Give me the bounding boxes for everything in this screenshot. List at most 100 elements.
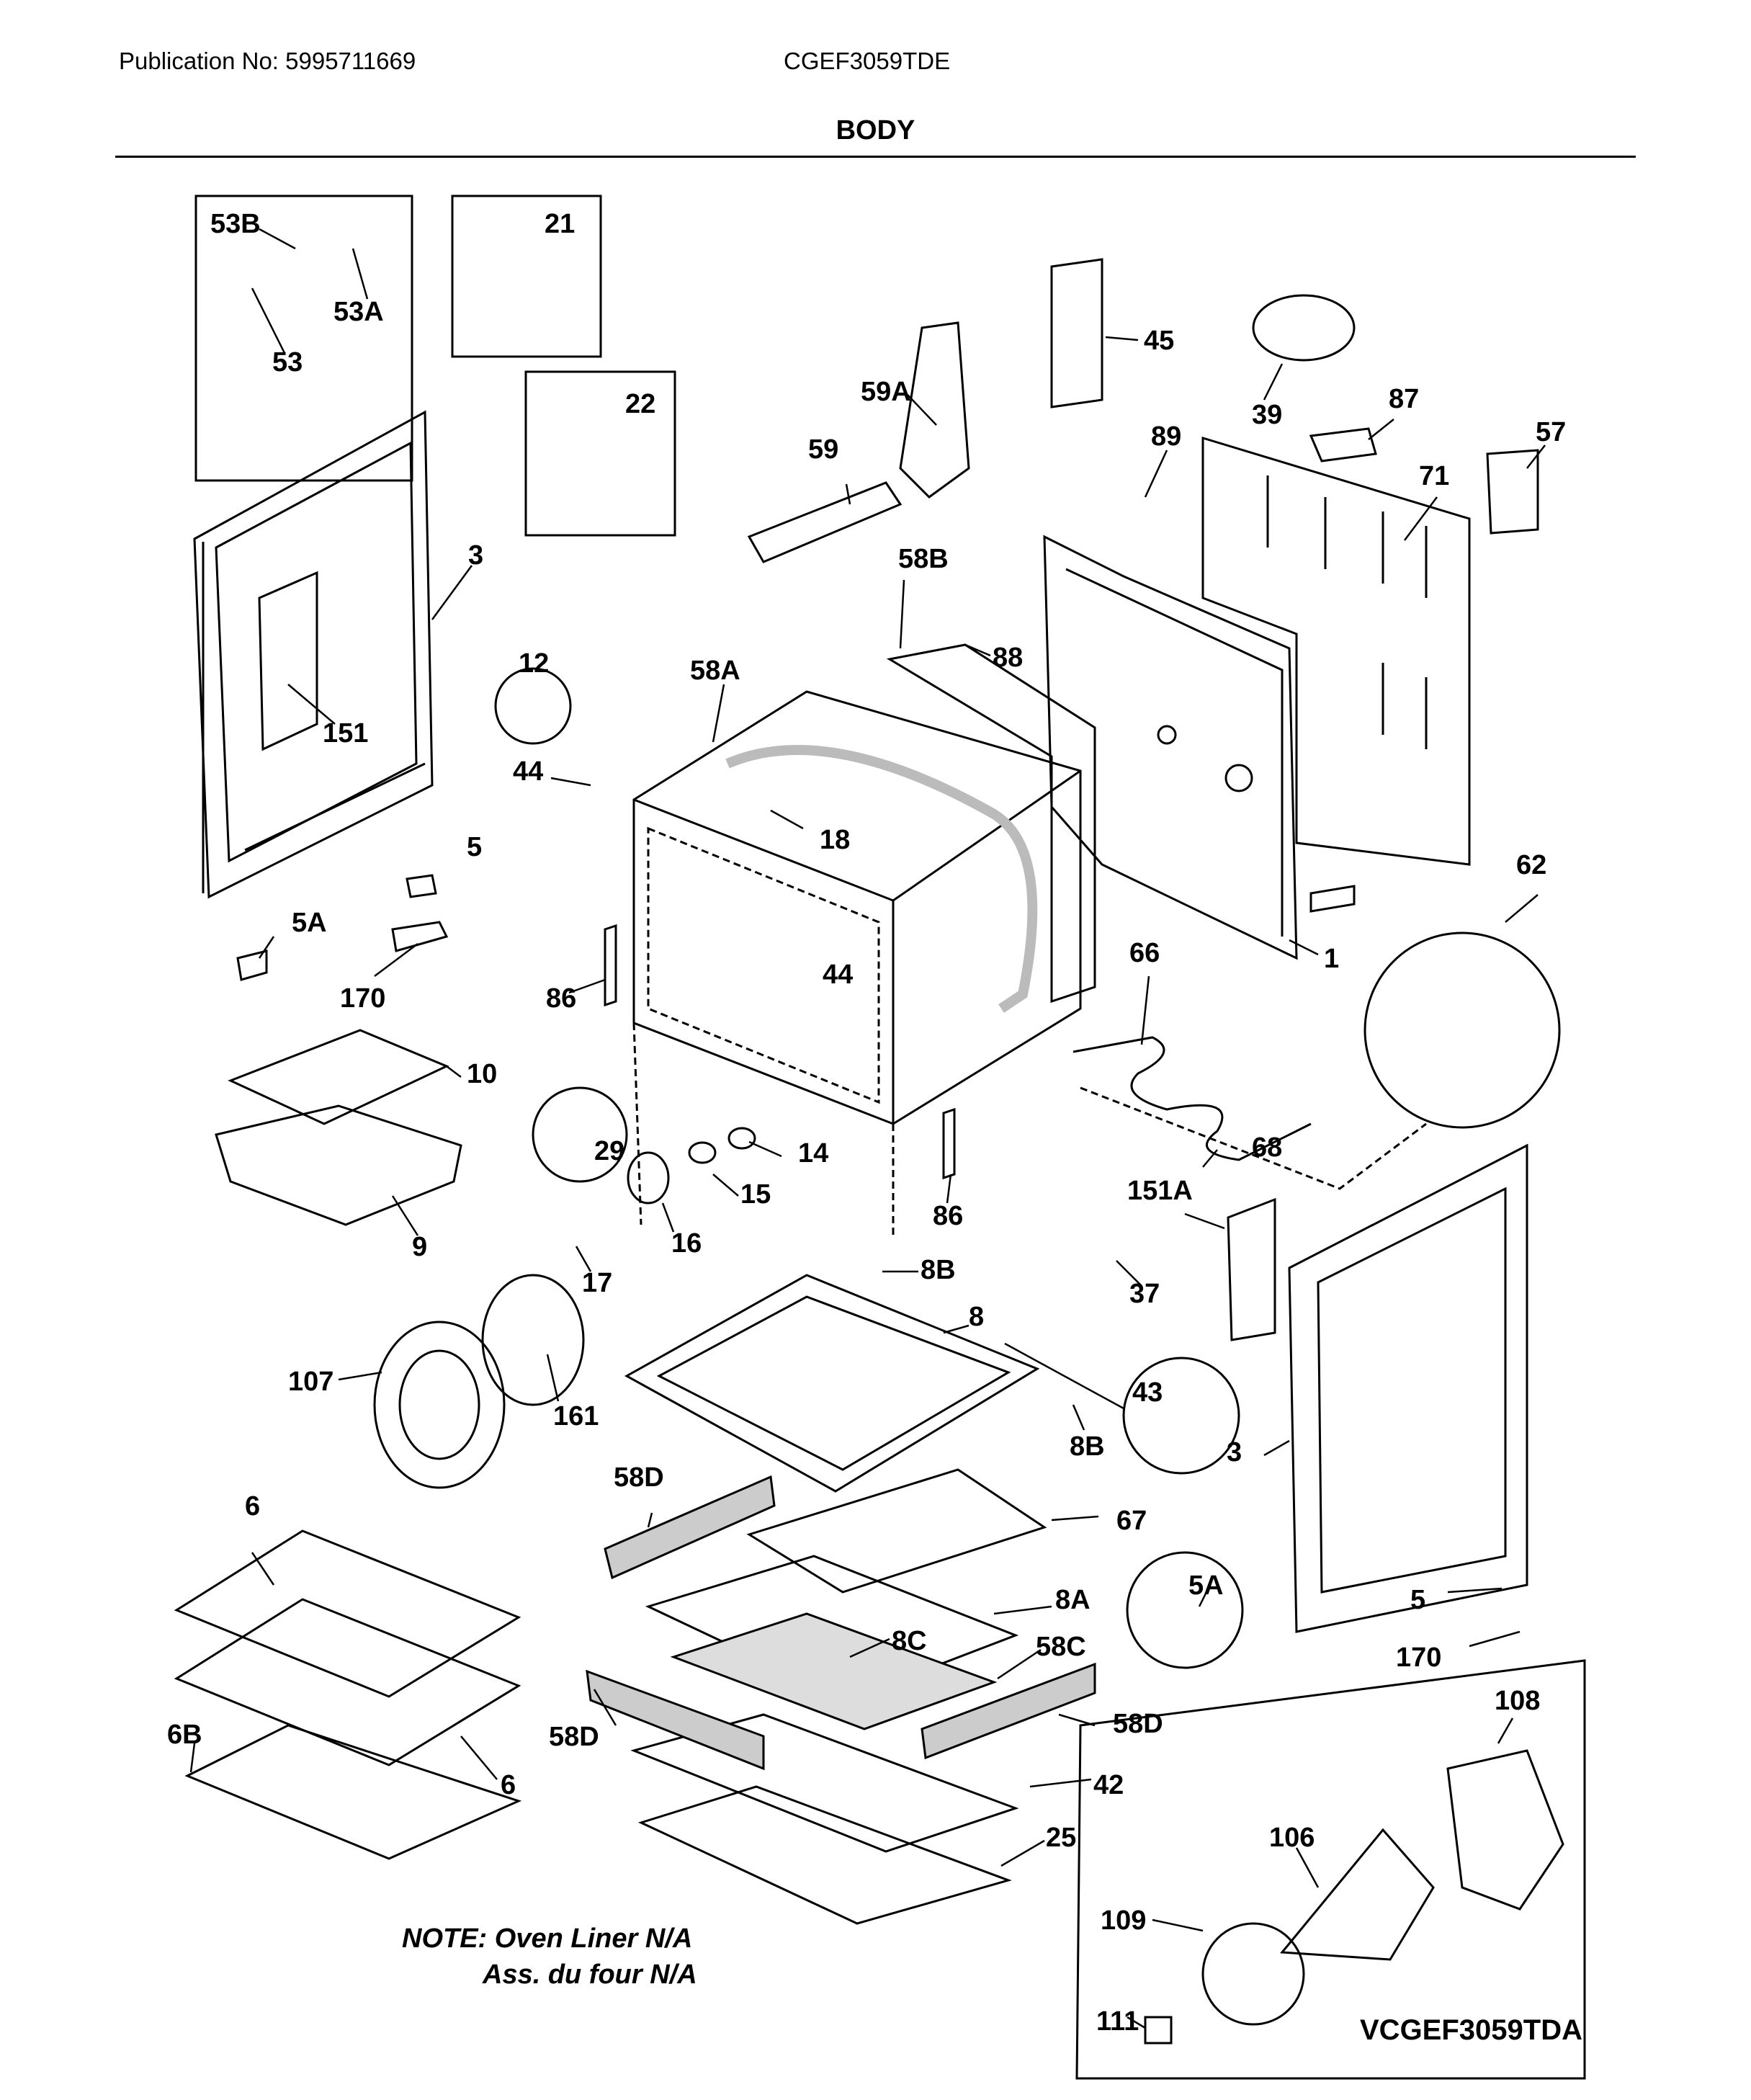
callout-57: 57 xyxy=(1536,417,1566,447)
callout-58c: 58C xyxy=(1036,1632,1086,1662)
callout-89: 89 xyxy=(1151,421,1181,452)
panel-25-illustration xyxy=(637,1785,1012,1925)
callout-170-left: 170 xyxy=(340,983,385,1014)
callout-6-bottom: 6 xyxy=(501,1770,516,1800)
bracket-151a-illustration xyxy=(1227,1197,1276,1341)
callout-44-mid: 44 xyxy=(823,960,853,990)
oven-rack-6-bottom-illustration xyxy=(174,1598,521,1766)
callout-58a: 58A xyxy=(690,656,740,686)
callout-16: 16 xyxy=(671,1228,702,1259)
callout-151a: 151A xyxy=(1127,1176,1193,1206)
callout-111: 111 xyxy=(1096,2006,1139,2037)
callout-25: 25 xyxy=(1046,1823,1076,1853)
power-cord-39-illustration xyxy=(1252,294,1356,362)
callout-109: 109 xyxy=(1101,1905,1146,1936)
bracket-170-illustration xyxy=(391,921,449,952)
callout-3-right: 3 xyxy=(1227,1437,1242,1467)
note-line-1: NOTE: Oven Liner N/A xyxy=(402,1923,693,1954)
callout-43: 43 xyxy=(1132,1377,1163,1408)
callout-58b: 58B xyxy=(898,544,949,574)
callout-44-top: 44 xyxy=(513,756,543,787)
callout-12: 12 xyxy=(519,648,549,679)
callout-18: 18 xyxy=(820,825,850,855)
insulation-strip-58d-left-illustration xyxy=(586,1669,765,1771)
detail-circle-12 xyxy=(494,667,572,745)
callout-5a-right: 5A xyxy=(1188,1570,1224,1601)
model-number: CGEF3059TDE xyxy=(784,48,951,74)
side-panel-right-illustration xyxy=(1288,1143,1528,1633)
callout-67: 67 xyxy=(1116,1506,1147,1536)
callout-6-top: 6 xyxy=(245,1491,260,1522)
callout-37: 37 xyxy=(1129,1279,1160,1309)
leg-5a-illustration xyxy=(236,950,268,981)
back-cover-illustration xyxy=(1201,436,1471,866)
leveler-5-illustration xyxy=(406,874,437,898)
callout-17: 17 xyxy=(582,1268,612,1298)
fan-cover-107-illustration xyxy=(373,1321,506,1489)
detail-circle-5a xyxy=(1126,1551,1244,1669)
callout-59: 59 xyxy=(808,434,838,465)
callout-5a-left: 5A xyxy=(292,908,327,938)
bake-element-67-illustration xyxy=(746,1468,1047,1594)
inset-box-53 xyxy=(194,195,413,482)
oven-cavity-illustration xyxy=(632,690,1082,1239)
figure-code: VCGEF3059TDA xyxy=(1360,2014,1582,2046)
callout-1: 1 xyxy=(1324,944,1339,974)
insulation-strip-58d-right-illustration xyxy=(921,1662,1096,1760)
socket-14-illustration xyxy=(727,1127,756,1150)
nut-111-illustration xyxy=(1144,2016,1173,2045)
callout-66: 66 xyxy=(1129,938,1160,968)
callout-58d-right: 58D xyxy=(1113,1709,1163,1739)
callout-8b-bottom: 8B xyxy=(1070,1431,1105,1462)
bulb-15-illustration xyxy=(688,1141,717,1164)
fan-element-161-illustration xyxy=(481,1274,585,1406)
oven-bottom-8-illustration xyxy=(624,1274,1040,1493)
fan-blade-109-illustration xyxy=(1201,1922,1305,2026)
callout-87: 87 xyxy=(1389,384,1419,414)
insulation-strip-58d-top-illustration xyxy=(604,1475,776,1580)
callout-10: 10 xyxy=(467,1059,497,1089)
broil-pan-insert-10-illustration xyxy=(228,1029,449,1125)
detail-circle-43 xyxy=(1122,1357,1240,1475)
callout-108: 108 xyxy=(1495,1686,1540,1716)
callout-39: 39 xyxy=(1252,400,1282,430)
fan-bracket-106-illustration xyxy=(1279,1828,1435,1961)
bracket-87-illustration xyxy=(1309,427,1377,463)
callout-58d-left: 58D xyxy=(549,1722,599,1752)
callout-14: 14 xyxy=(798,1138,828,1169)
terminal-block-62-illustration xyxy=(1309,885,1356,913)
callout-15: 15 xyxy=(740,1179,771,1210)
side-panel-left-illustration xyxy=(193,410,434,899)
callout-5-left: 5 xyxy=(467,832,482,862)
callout-88: 88 xyxy=(993,643,1023,673)
vent-cover-45-illustration xyxy=(1050,258,1103,408)
oven-rack-6b-illustration xyxy=(184,1724,522,1860)
callout-53b: 53B xyxy=(210,209,261,239)
callout-6b: 6B xyxy=(167,1720,202,1750)
bracket-86-left-illustration xyxy=(604,924,617,1007)
header-rule xyxy=(115,156,1636,158)
broil-element-66-illustration xyxy=(1072,1036,1312,1161)
rear-panel-illustration xyxy=(1043,535,1298,960)
callout-107: 107 xyxy=(288,1367,333,1397)
callout-53a: 53A xyxy=(333,297,384,327)
broil-pan-9-illustration xyxy=(215,1104,462,1226)
callout-161: 161 xyxy=(553,1401,599,1431)
inset-box-fan-assembly xyxy=(1075,1659,1586,2080)
publication-number: Publication No: 5995711669 xyxy=(119,48,416,74)
callout-5-right: 5 xyxy=(1410,1585,1425,1615)
vent-duct-59-illustration xyxy=(747,481,903,563)
bracket-86-right-illustration xyxy=(942,1107,956,1180)
insulation-58c-illustration xyxy=(670,1612,998,1730)
callout-58d-top: 58D xyxy=(614,1462,664,1493)
detail-circle-62 xyxy=(1363,931,1561,1129)
vent-duct-59a-illustration xyxy=(899,321,970,499)
callout-71: 71 xyxy=(1419,461,1449,491)
callout-86-left: 86 xyxy=(546,983,576,1014)
callout-68: 68 xyxy=(1252,1132,1282,1163)
callout-9: 9 xyxy=(412,1232,427,1262)
note-line-2: Ass. du four N/A xyxy=(483,1960,697,1990)
callout-106: 106 xyxy=(1269,1823,1315,1853)
callout-86-right: 86 xyxy=(933,1201,963,1231)
